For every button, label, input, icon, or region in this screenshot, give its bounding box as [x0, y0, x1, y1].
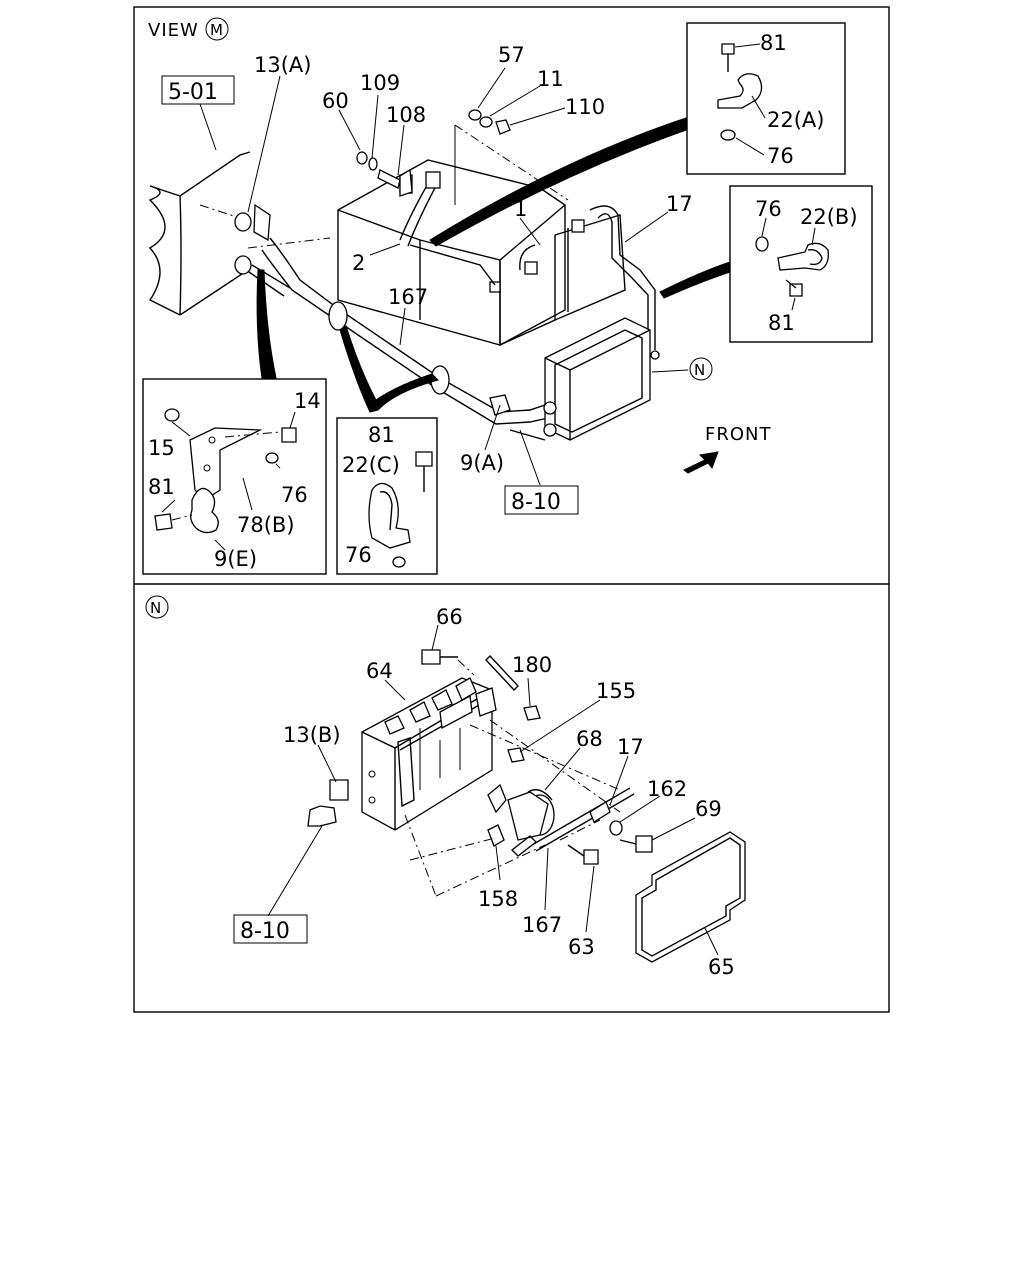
ref-box-bottom-label: 8-10: [240, 919, 290, 944]
inset-a-label-81: 81: [760, 31, 787, 55]
inset-b-label-76: 76: [755, 197, 782, 221]
pointer-inset-a: [429, 117, 687, 247]
leader-5-01: [199, 103, 217, 151]
inset-clip-b: 76 22(B) 81: [729, 185, 873, 343]
inset-c-label-14: 14: [294, 389, 321, 413]
section-n-marker: N: [150, 599, 161, 617]
relay: [487, 783, 555, 857]
inset-c-label-78b: 78(B): [237, 513, 295, 537]
inset-c-label-81: 81: [148, 475, 175, 499]
inset-clip-d: 81 22(C) 76: [336, 417, 438, 575]
front-label: FRONT: [705, 424, 772, 445]
front-indicator: FRONT: [683, 424, 772, 474]
view-header-marker: M: [210, 21, 223, 39]
label-69: 69: [695, 797, 722, 821]
label-108: 108: [386, 103, 426, 127]
frame-rail: [148, 151, 331, 316]
inset-c-label-76: 76: [281, 483, 308, 507]
n-callout-circle: [689, 357, 713, 381]
view-m-section: VIEW M 5-01: [142, 17, 873, 575]
inset-c-label-9e: 9(E): [214, 547, 257, 571]
section-n-marker-circle: [145, 595, 169, 619]
pointer-inset-c: [256, 269, 277, 379]
pointer-inset-d: [339, 325, 439, 413]
label-63: 63: [568, 935, 595, 959]
leader-lines-top: [247, 67, 669, 486]
label-180: 180: [512, 653, 552, 677]
ref-box-frame-label: 5-01: [168, 80, 218, 105]
ref-box-top-label: 8-10: [511, 490, 561, 515]
inset-d-label-81: 81: [368, 423, 395, 447]
inset-a-label-22a: 22(A): [767, 108, 824, 132]
ref-box-frame: [161, 75, 235, 105]
label-109: 109: [360, 71, 400, 95]
label-13a: 13(A): [254, 53, 311, 77]
leader-lines-bottom: [267, 624, 719, 956]
assembly-lines: [404, 659, 621, 897]
inset-bracket-c: 14 15 76 81 78(B) 9(E): [142, 378, 327, 575]
label-162: 162: [647, 777, 687, 801]
label-17: 17: [617, 735, 644, 759]
inset-d-label-22c: 22(C): [342, 453, 400, 477]
inset-a-label-76: 76: [767, 144, 794, 168]
label-167: 167: [522, 913, 562, 937]
label-65: 65: [708, 955, 735, 979]
inset-c-label-15: 15: [148, 436, 175, 460]
view-header-prefix: VIEW: [148, 20, 199, 41]
fuse-relay-box: [361, 654, 519, 831]
label-2: 2: [352, 251, 365, 275]
label-1: 1: [514, 197, 527, 221]
label-17: 17: [666, 192, 693, 216]
n-callout-label: N: [694, 361, 705, 379]
battery-assembly: [337, 124, 626, 347]
small-hardware-top: [356, 109, 511, 197]
stud-rod: [531, 787, 635, 852]
label-155: 155: [596, 679, 636, 703]
label-11: 11: [537, 67, 564, 91]
diagram-frame: [133, 6, 890, 1013]
inset-d-label-76: 76: [345, 543, 372, 567]
cover-panel: [635, 831, 746, 963]
label-9a: 9(A): [460, 451, 504, 475]
ref-box-top: [504, 485, 579, 515]
section-n: N: [145, 595, 746, 979]
front-arrow-icon: [683, 451, 719, 474]
ref-box-bottom: [233, 914, 308, 944]
inset-b-label-81: 81: [768, 311, 795, 335]
labels-bottom: 66 64 180 155 13(B) 68 17 162 69 158 167…: [283, 605, 735, 979]
labels-top: 13(A) 60 109 108 57 11 110 1 17 2 167 9(…: [254, 43, 693, 475]
label-64: 64: [366, 659, 393, 683]
inset-b-label-22b: 22(B): [800, 205, 858, 229]
pointer-inset-b: [659, 261, 731, 299]
label-60: 60: [322, 89, 349, 113]
inset-clip-a: 81 22(A) 76: [686, 22, 846, 175]
label-167: 167: [388, 285, 428, 309]
label-110: 110: [565, 95, 605, 119]
label-66: 66: [436, 605, 463, 629]
label-68: 68: [576, 727, 603, 751]
label-158: 158: [478, 887, 518, 911]
fuse-box-assembly: N: [543, 317, 713, 441]
label-57: 57: [498, 43, 525, 67]
label-13b: 13(B): [283, 723, 341, 747]
view-marker-circle: [205, 17, 229, 41]
